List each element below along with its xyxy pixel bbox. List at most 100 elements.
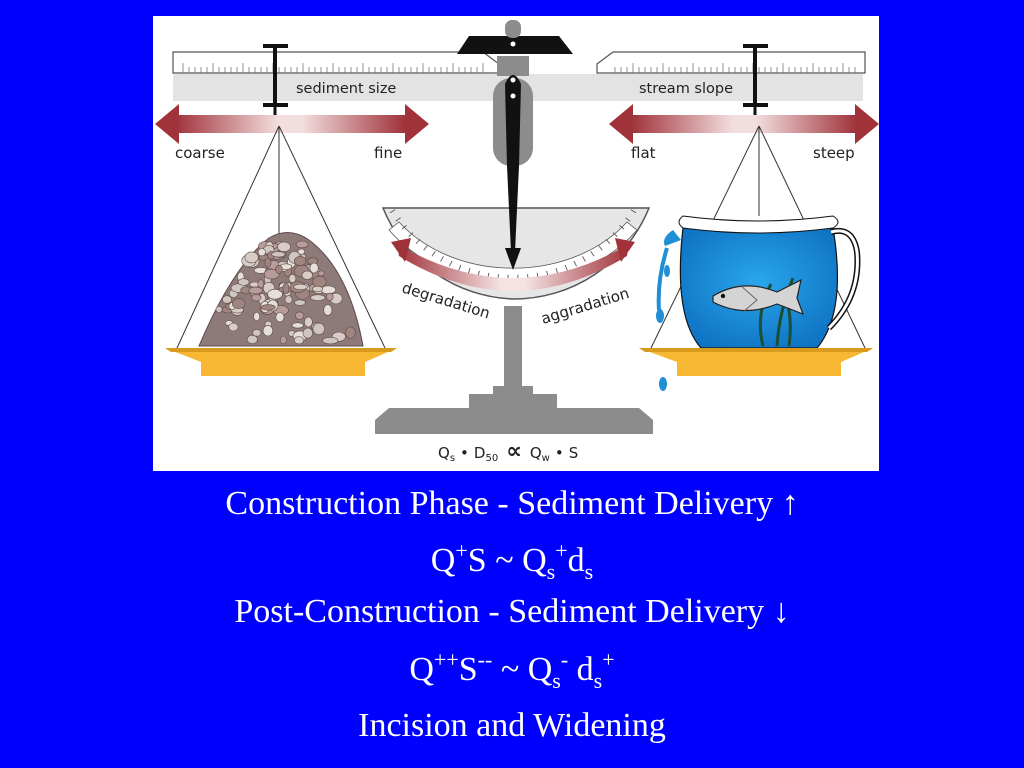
gauge-tick xyxy=(401,225,407,230)
pebble xyxy=(294,336,305,345)
right-scale-label: stream slope xyxy=(639,81,733,97)
pebble xyxy=(228,322,239,332)
right-scale-ruler xyxy=(596,51,866,74)
pebble xyxy=(275,312,285,323)
pebble xyxy=(244,251,259,264)
pebble xyxy=(294,299,306,306)
gauge-tick xyxy=(440,256,444,262)
pebble xyxy=(312,275,327,288)
pebble xyxy=(257,279,265,289)
gauge-tick xyxy=(449,260,453,267)
water-pitcher xyxy=(656,215,861,391)
gauge-tick xyxy=(573,260,577,267)
gauge-tick xyxy=(431,250,436,257)
pebble xyxy=(252,329,262,337)
pebble xyxy=(257,248,266,257)
gauge-tick xyxy=(630,209,637,214)
gauge-dial xyxy=(381,207,651,300)
balance-top-cap xyxy=(457,20,573,54)
balance-svg: sediment size stream slope coarse fine f… xyxy=(155,20,879,464)
pebble xyxy=(312,322,326,335)
caption-line3-text: Post-Construction - Sediment Delivery xyxy=(234,593,765,630)
gauge-tick xyxy=(605,238,611,245)
gauge-tick xyxy=(415,238,421,245)
pebble xyxy=(260,304,276,311)
pebble xyxy=(277,241,291,253)
pebble xyxy=(279,335,287,345)
gauge-arrow-right-head xyxy=(615,238,635,262)
water-drop xyxy=(664,265,670,277)
pebble xyxy=(302,327,313,339)
gravel-pile xyxy=(198,232,364,347)
gauge-tick xyxy=(612,232,618,238)
gauge-tick xyxy=(555,268,559,275)
pebble xyxy=(263,268,280,280)
pebble xyxy=(293,283,308,291)
gauge-tick xyxy=(389,209,396,214)
left-direction-arrow xyxy=(155,104,429,144)
gauge-tick xyxy=(395,217,401,222)
left-pan xyxy=(165,348,397,376)
up-arrow-icon: ↑ xyxy=(781,485,799,522)
pebble xyxy=(231,298,246,309)
gauge-tick xyxy=(458,264,462,271)
pebble xyxy=(237,278,250,286)
balance-equation: Qs•D50∝Qw•S xyxy=(438,439,578,464)
pebble xyxy=(267,288,283,300)
flat-label: flat xyxy=(631,144,656,162)
pebble xyxy=(295,311,305,320)
caption-incision-widening: Incision and Widening xyxy=(358,707,666,744)
caption-construction-equation: Q+S ~ Qs+ds xyxy=(430,538,594,584)
pebble xyxy=(320,285,337,295)
pebble xyxy=(246,334,258,344)
pebble xyxy=(310,294,326,302)
caption-post-construction-equation: Q++S-- ~ Qs- ds+ xyxy=(409,647,615,693)
gauge-tick xyxy=(408,232,414,238)
gauge-tick xyxy=(598,245,603,251)
fish-icon xyxy=(712,278,805,316)
gauge-tick xyxy=(619,225,625,230)
gauge-tick xyxy=(467,268,471,275)
balance-needle xyxy=(505,75,521,270)
pebble xyxy=(297,248,306,255)
pebble xyxy=(294,256,307,266)
caption-post-construction: Post-Construction - Sediment Delivery ↓ xyxy=(0,592,1024,632)
left-scale-label: sediment size xyxy=(296,81,396,97)
gauge-tick xyxy=(564,264,568,271)
pebble xyxy=(295,240,309,249)
water-drop xyxy=(659,377,667,391)
pebble xyxy=(323,304,333,316)
gauge-tick xyxy=(625,217,631,222)
pebble xyxy=(309,262,319,274)
pebble xyxy=(345,326,356,339)
pebble xyxy=(251,294,262,302)
pebble xyxy=(322,337,339,345)
gauge-tick xyxy=(590,250,595,257)
pebble xyxy=(291,322,304,329)
water-drop xyxy=(656,309,664,323)
right-direction-arrow xyxy=(609,104,879,144)
fine-label: fine xyxy=(374,144,402,162)
down-arrow-icon: ↓ xyxy=(772,593,790,630)
right-pan xyxy=(639,348,873,376)
pebble xyxy=(248,286,263,295)
pebble xyxy=(282,282,290,294)
pebble xyxy=(264,257,272,268)
caption-line1-text: Construction Phase - Sediment Delivery xyxy=(225,485,774,522)
balance-diagram: sediment size stream slope coarse fine f… xyxy=(153,16,879,471)
gauge-tick xyxy=(582,256,586,262)
left-scale-ruler xyxy=(172,51,500,74)
pebble xyxy=(222,295,232,304)
svg-text:Qs•D50∝Qw•S: Qs•D50∝Qw•S xyxy=(438,439,578,464)
gauge-arrow-left-head xyxy=(391,238,411,262)
balance-base xyxy=(375,386,653,434)
pebble xyxy=(317,270,325,277)
pebble xyxy=(312,285,324,293)
gauge-tick xyxy=(423,245,428,251)
pebble xyxy=(271,251,286,258)
pebble xyxy=(215,305,223,313)
pebble xyxy=(288,274,297,283)
pebble xyxy=(301,270,313,280)
pebble xyxy=(304,316,313,328)
pebble xyxy=(262,325,274,337)
